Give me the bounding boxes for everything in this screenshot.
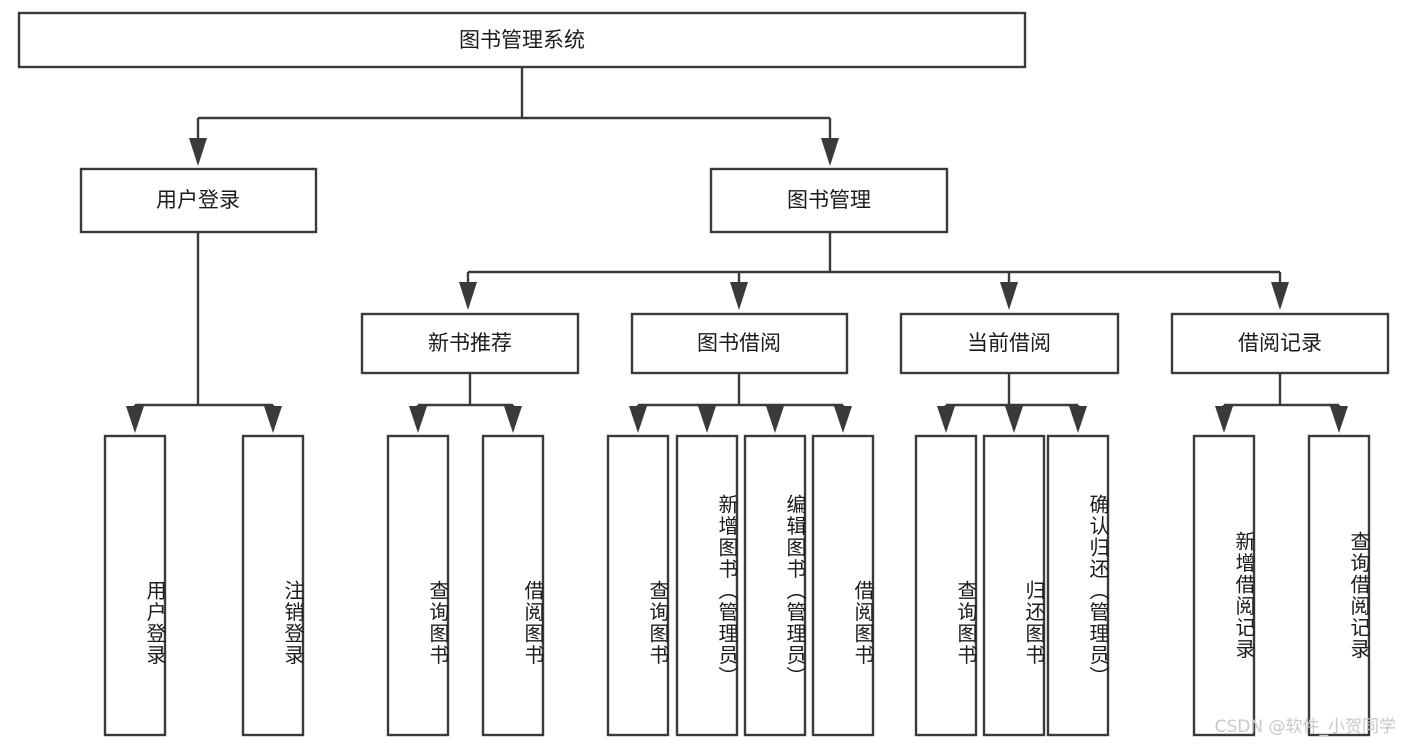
arrow-head-leaf-query-book-1 (409, 406, 427, 433)
node-current-borrow[interactable] (899, 312, 1120, 375)
arrow-head-leaf-query-book-3 (937, 406, 955, 433)
arrow-head-new-book-rec (459, 282, 477, 310)
node-leaf-borrow-book-1[interactable] (481, 434, 545, 737)
node-book-manage[interactable] (709, 167, 949, 234)
node-layer: 图书管理系统 用户登录 图书管理 新书推荐 图书借阅 当前借阅 借阅记录 (17, 11, 1390, 737)
node-leaf-query-book-1[interactable] (386, 434, 450, 737)
node-leaf-query-book-3[interactable] (914, 434, 978, 737)
node-book-manage-label: 图书管理 (787, 188, 871, 212)
node-current-borrow-label: 当前借阅 (967, 331, 1051, 355)
arrow-head-book-manage (821, 138, 839, 166)
node-leaf-edit-book[interactable] (743, 434, 807, 737)
arrow-head-leaf-user-login (126, 406, 144, 433)
node-leaf-query-record[interactable] (1307, 434, 1371, 737)
arrow-head-leaf-query-record (1330, 406, 1348, 433)
node-root[interactable] (17, 11, 1027, 69)
node-leaf-confirm-return[interactable] (1046, 434, 1110, 737)
node-user-login-label: 用户登录 (156, 188, 240, 212)
node-book-borrow-label: 图书借阅 (697, 331, 781, 355)
node-root-label: 图书管理系统 (459, 28, 585, 52)
node-borrow-record-label: 借阅记录 (1238, 331, 1322, 355)
arrow-head-user-login (189, 138, 207, 166)
arrow-head-leaf-logout (264, 406, 282, 433)
node-leaf-return-book[interactable] (982, 434, 1046, 737)
node-user-login[interactable] (79, 167, 318, 234)
node-new-book-rec-label: 新书推荐 (428, 331, 512, 355)
node-borrow-record[interactable] (1170, 312, 1390, 375)
arrow-head-leaf-query-book-2 (629, 406, 647, 433)
arrow-head-leaf-confirm-return (1069, 406, 1087, 433)
node-leaf-query-book-2[interactable] (606, 434, 670, 737)
arrow-head-leaf-return-book (1005, 406, 1023, 433)
arrow-head-leaf-add-record (1215, 406, 1233, 433)
node-leaf-add-book[interactable] (675, 434, 739, 737)
arrow-head-leaf-edit-book (766, 406, 784, 433)
arrow-head-book-borrow (730, 282, 748, 310)
csdn-watermark: CSDN @软件_小贺同学 (1215, 717, 1396, 737)
node-book-borrow[interactable] (630, 312, 849, 375)
arrow-head-leaf-borrow-book-1 (504, 406, 522, 433)
arrow-head-leaf-add-book (698, 406, 716, 433)
node-leaf-user-login[interactable] (103, 434, 167, 737)
arrow-head-current-borrow (1000, 282, 1018, 310)
node-leaf-borrow-book-2[interactable] (811, 434, 875, 737)
node-new-book-rec[interactable] (360, 312, 580, 375)
node-leaf-logout[interactable] (241, 434, 305, 737)
connector-layer (126, 67, 1348, 433)
arrow-head-leaf-borrow-book-2 (834, 406, 852, 433)
node-leaf-add-record[interactable] (1192, 434, 1256, 737)
arrow-head-borrow-record (1271, 282, 1289, 310)
